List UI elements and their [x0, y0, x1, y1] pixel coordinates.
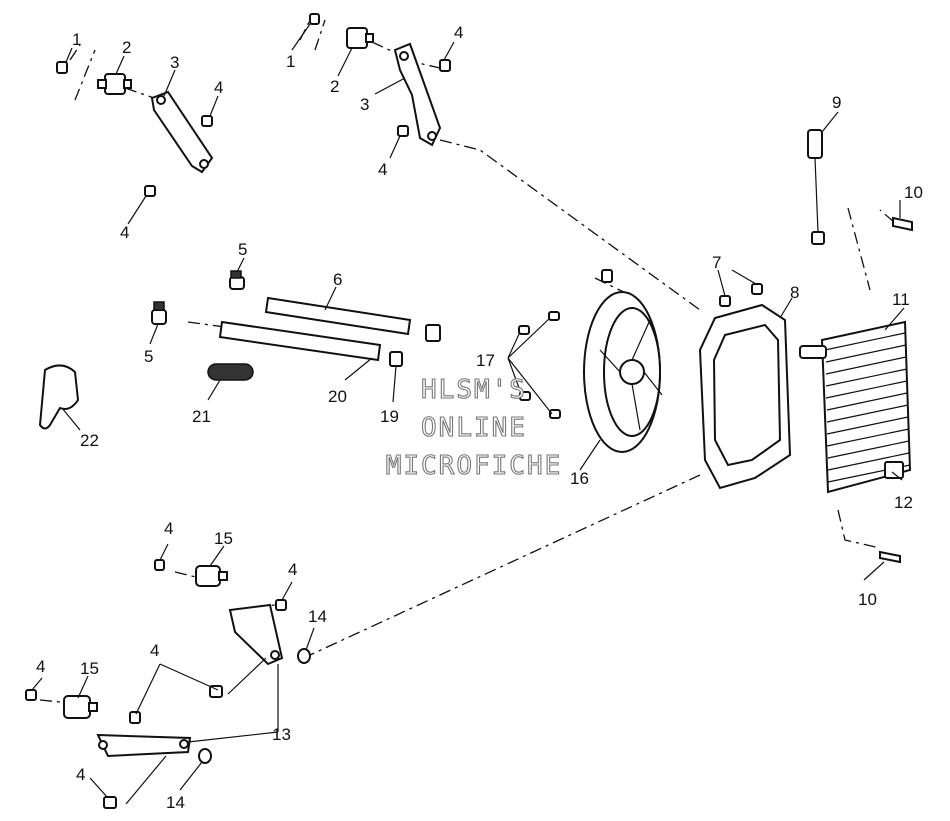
hose-clamp	[425, 324, 441, 342]
callout: 21	[192, 407, 211, 426]
watermark-line-3: MICROFICHE	[386, 451, 563, 481]
mounting-bracket	[228, 603, 284, 666]
callout: 4	[378, 160, 387, 179]
watermark: HLSM'S ONLINE MICROFICHE	[385, 374, 563, 481]
callout: 19	[380, 407, 399, 426]
callout: 4	[288, 560, 297, 579]
callout: 4	[454, 23, 463, 42]
callout: 15	[80, 659, 99, 678]
hose-bracket	[38, 364, 80, 430]
bracket-assembly-lower	[25, 559, 311, 809]
callout: 1	[286, 52, 295, 71]
callout: 2	[122, 38, 131, 57]
rubber-mount	[104, 73, 126, 95]
callout: 20	[328, 387, 347, 406]
mounting-bracket	[96, 733, 192, 758]
mount-stud	[97, 79, 107, 89]
bracket-assembly-upper-center	[309, 13, 451, 147]
fan-screws	[518, 311, 561, 419]
hose-clamp	[151, 309, 167, 325]
bolt	[892, 216, 913, 232]
callout: 3	[170, 53, 179, 72]
callout: 3	[360, 95, 369, 114]
callout: 11	[892, 290, 910, 309]
watermark-line-1: HLSM'S	[421, 375, 527, 405]
nut	[309, 13, 320, 25]
hose-assembly	[38, 270, 441, 430]
callout: 4	[214, 78, 223, 97]
fan-shroud	[698, 283, 792, 490]
callout: 7	[712, 253, 721, 272]
callout: 9	[832, 93, 841, 112]
mounting-bracket	[393, 42, 442, 147]
nut	[56, 61, 68, 74]
callout: 14	[308, 607, 327, 626]
bracket-assembly-upper-left	[56, 61, 214, 197]
coolant-hose	[264, 296, 412, 336]
callout: 1	[72, 30, 81, 49]
callout: 5	[144, 347, 153, 366]
callout: 22	[80, 431, 99, 450]
callout: 2	[330, 77, 339, 96]
callout: 4	[164, 519, 173, 538]
hose-clamp	[389, 351, 403, 367]
callout: 10	[858, 590, 877, 609]
callout: 10	[904, 183, 923, 202]
rubber-mount	[195, 565, 221, 587]
callout: 6	[333, 270, 342, 289]
rubber-mount	[63, 695, 91, 719]
nut	[397, 125, 409, 137]
callout: 15	[214, 529, 233, 548]
callout: 8	[790, 283, 799, 302]
hose-clamp	[229, 276, 245, 290]
radiator-inlet	[799, 345, 827, 359]
callout: 5	[238, 240, 247, 259]
nut	[439, 59, 451, 72]
callout: 14	[166, 793, 185, 812]
callout: 4	[36, 657, 45, 676]
callout: 4	[150, 641, 159, 660]
radiator	[799, 129, 913, 564]
washer	[297, 648, 311, 664]
callout: 4	[76, 765, 85, 784]
leader-lines	[31, 23, 905, 805]
nut	[201, 115, 213, 127]
bolt	[879, 550, 901, 564]
mounting-bracket	[150, 90, 214, 174]
cooling-fan	[583, 269, 663, 453]
callout-numbers: 1 1 2 2 3 3 4 4 4 4 5 5 6 7 8 9 10 10 11…	[36, 23, 923, 812]
washer	[198, 748, 212, 764]
callout: 13	[272, 725, 291, 744]
mount-stud	[123, 79, 132, 89]
coolant-hose	[218, 320, 382, 362]
callout: 12	[894, 493, 913, 512]
watermark-line-2: ONLINE	[421, 413, 527, 443]
callout: 17	[476, 351, 495, 370]
callout: 16	[570, 469, 589, 488]
nut	[144, 185, 156, 197]
rubber-mount	[346, 27, 368, 49]
callout: 4	[120, 223, 129, 242]
hose-sleeve	[207, 363, 254, 381]
radiator-cap	[807, 129, 823, 159]
